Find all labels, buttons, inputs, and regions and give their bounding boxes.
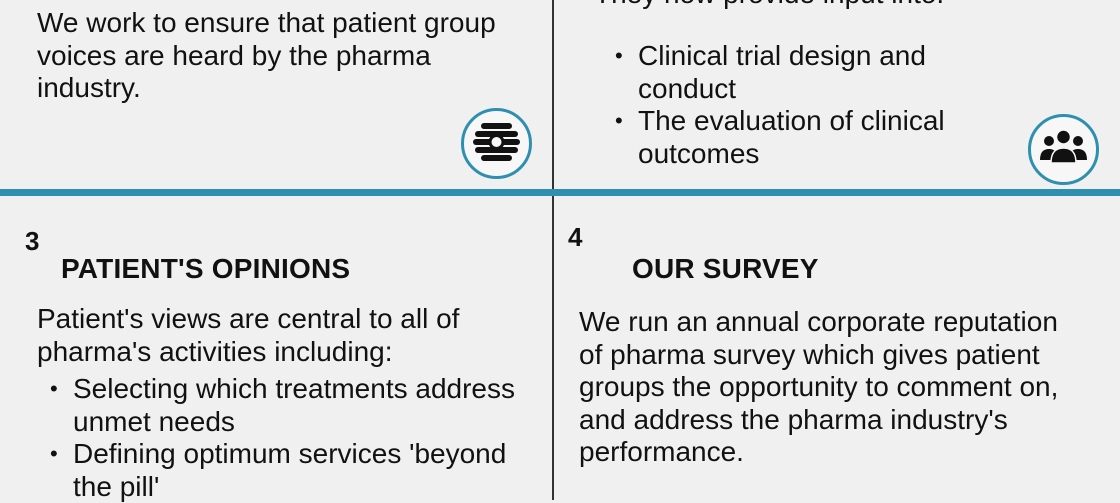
vertical-divider-bottom (552, 196, 554, 500)
panel-2-bullets: Clinical trial design and conduct The ev… (602, 40, 1002, 170)
panel-1-body: We work to ensure that patient group voi… (37, 7, 496, 103)
panel-2-intro: They now provide input into: (594, 0, 1074, 11)
panel-4-number: 4 (568, 222, 583, 252)
panel-4-body: We run an annual corporate reputation of… (579, 306, 1059, 467)
beehive-icon-badge (461, 108, 532, 179)
users-icon-badge (1028, 114, 1099, 185)
users-group-icon (1040, 129, 1087, 164)
list-item: Defining optimum services 'beyond the pi… (37, 438, 547, 503)
panel-3-intro: Patient's views are central to all of ph… (37, 303, 460, 367)
panel-3-number: 3 (25, 226, 40, 256)
list-item: The evaluation of clinical outcomes (602, 105, 1002, 170)
panel-3-title: PATIENT'S OPINIONS (61, 253, 351, 284)
beehive-icon (473, 123, 520, 161)
list-item: Clinical trial design and conduct (602, 40, 1002, 105)
panel-3-bullets: Selecting which treatments address unmet… (37, 373, 547, 503)
panel-4-title: OUR SURVEY (632, 253, 819, 284)
horizontal-divider (0, 189, 1120, 196)
list-item: Selecting which treatments address unmet… (37, 373, 547, 438)
